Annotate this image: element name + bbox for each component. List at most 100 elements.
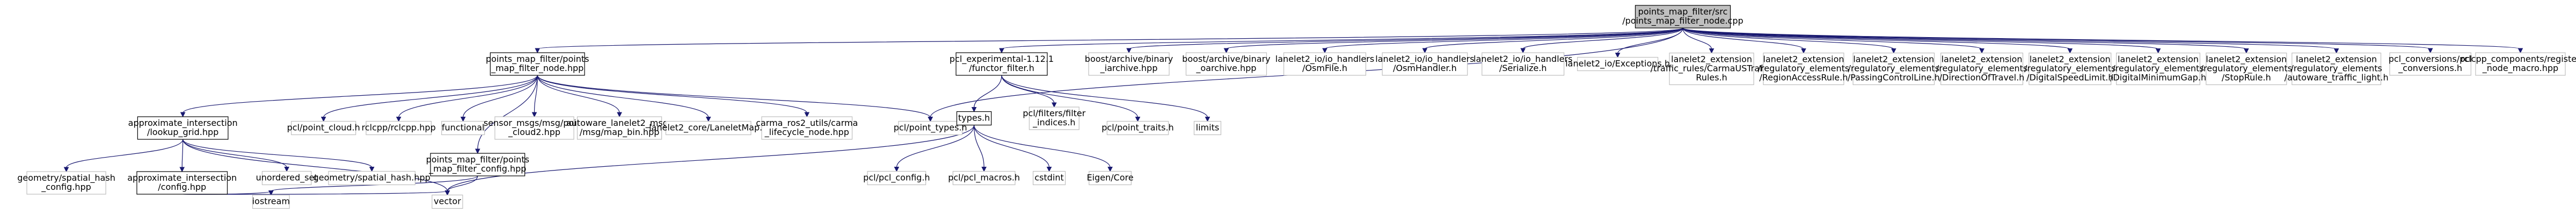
node-box [261, 171, 312, 186]
node-label: iostream [252, 196, 290, 207]
dependency-edge [1001, 75, 1055, 104]
node-label: Eigen/Core [1087, 173, 1134, 183]
node-label: /points_map_filter_node.cpp [1622, 16, 1743, 26]
graph-node: lanelet2_io/io_handlers/OsmHandler.h [1375, 52, 1475, 76]
dependency-edge [537, 75, 807, 113]
edge-arrowhead [179, 167, 185, 173]
graph-node: rclcpp_components/register_node_macro.hp… [2461, 52, 2576, 76]
node-box [2206, 52, 2287, 86]
node-label: points_map_filter/points [426, 154, 529, 165]
node-box [490, 52, 585, 76]
graph-node: lanelet2_extension/regulatory_elements/D… [1936, 52, 2027, 86]
node-box [2389, 52, 2471, 76]
node-label: _oarchive.hpp [1195, 63, 1256, 74]
graph-node[interactable]: types.h [956, 111, 992, 126]
dependency-edge [1682, 27, 2159, 50]
edge-arrowhead [971, 107, 977, 112]
node-box [441, 120, 485, 136]
node-label: /OsmHandler.h [1393, 63, 1457, 73]
dependency-edge [183, 75, 538, 113]
node-label: /OsmFile.h [1302, 63, 1347, 73]
node-box [366, 120, 432, 136]
node-label: points_map_filter/src [1638, 6, 1728, 17]
node-label: /autoware_traffic_light.h [2285, 73, 2389, 83]
node-box [430, 153, 526, 176]
node-label: /DirectionOfTravel.h [1939, 73, 2025, 83]
graph-node: lanelet2_io/io_handlers/Serialize.h [1473, 52, 1572, 76]
node-box [761, 116, 853, 140]
node-label: _map_filter_node.hpp [491, 63, 583, 74]
graph-node: functional [441, 120, 485, 136]
edges-layer [63, 27, 2523, 196]
graph-node: pcl_conversions/pcl_conversions.h [2389, 52, 2472, 76]
edge-arrowhead [1107, 167, 1113, 172]
dependency-edge [1682, 27, 1894, 50]
node-label: _node_macro.hpp [2482, 63, 2558, 74]
dependency-edge [1682, 27, 2337, 50]
node-box [952, 171, 1016, 186]
dependency-edge [1682, 27, 1712, 49]
graph-node: pcl/filters/filter_indices.h [1023, 107, 1086, 130]
dependency-edge [537, 75, 709, 118]
edge-arrowhead [2427, 48, 2433, 54]
graph-node[interactable]: approximate_intersection/lookup_grid.hpp [128, 116, 238, 140]
node-label: _cloud2.hpp [508, 127, 560, 138]
node-label: _map_filter_config.hpp [428, 164, 526, 174]
dependency-edge [1682, 27, 2070, 50]
edge-arrowhead [928, 117, 933, 122]
node-label: /RegionAccessRule.h [1760, 73, 1848, 83]
dependency-edge [537, 27, 1683, 49]
edge-arrowhead [1223, 48, 1229, 54]
edge-arrowhead [1135, 117, 1141, 122]
node-box [137, 116, 229, 140]
graph-node: Eigen/Core [1087, 171, 1134, 186]
graph-node[interactable]: points_map_filter/points_map_filter_node… [486, 52, 589, 76]
edge-arrowhead [268, 190, 274, 196]
dependency-edge [65, 139, 184, 168]
graph-node: vector [432, 194, 463, 209]
edge-arrowhead [2517, 48, 2523, 54]
node-label: _lifecycle_node.hpp [764, 127, 849, 138]
node-box [2028, 52, 2112, 86]
edge-arrowhead [1801, 48, 1806, 54]
node-label: carma_ros2_utils/carma [756, 118, 858, 129]
node-box [867, 171, 926, 186]
node-label: lanelet2_io/io_handlers [1473, 54, 1572, 65]
node-label: functional [442, 123, 485, 133]
node-box [956, 111, 992, 126]
graph-node: lanelet2_extension/regulatory_elements/a… [2285, 52, 2389, 86]
node-label: /regulatory_elements [1848, 63, 1939, 74]
graph-node[interactable]: points_map_filter/points_map_filter_conf… [426, 153, 529, 176]
node-label: _iarchive.hpp [1100, 63, 1158, 74]
graph-node: pcl/pcl_macros.h [948, 171, 1020, 186]
dependency-edge [1001, 75, 1139, 118]
edge-arrowhead [1422, 48, 1428, 54]
node-label: cstdint [1034, 173, 1063, 183]
graph-node: pcl/point_types.h [894, 120, 967, 136]
edge-arrowhead [1126, 48, 1132, 54]
dependency-edge [181, 139, 184, 168]
graph-node: geometry/spatial_hash.hpp [313, 171, 430, 186]
graph-node: boost/archive/binary_oarchive.hpp [1182, 52, 1271, 76]
node-label: boost/archive/binary [1085, 54, 1173, 64]
node-box [2475, 52, 2566, 76]
node-label: _indices.h [1032, 117, 1075, 128]
graph-node[interactable]: approximate_intersection/config.hpp [127, 171, 237, 195]
graph-node: sensor_msgs/msg/point_cloud2.hpp [484, 116, 585, 140]
node-box [1185, 52, 1267, 76]
nodes-layer: points_map_filter/src/points_map_filter_… [17, 5, 2576, 209]
node-label: rclcpp_components/register [2461, 54, 2576, 65]
edge-arrowhead [894, 167, 900, 172]
graph-node: cstdint [1032, 171, 1066, 186]
node-label: geometry/spatial_hash [17, 173, 115, 183]
graph-node[interactable]: points_map_filter/src/points_map_filter_… [1622, 5, 1743, 29]
dependency-edge [183, 139, 373, 168]
edge-arrowhead [1205, 117, 1210, 122]
node-label: /StopRule.h [2222, 73, 2271, 83]
graph-node[interactable]: pcl_experimental-1.12.1/functor_filter.h [950, 52, 1054, 76]
edge-arrowhead [705, 117, 711, 122]
edge-arrowhead [1046, 167, 1052, 172]
edge-arrowhead [63, 167, 69, 173]
node-label: pcl/pcl_config.h [863, 173, 930, 183]
